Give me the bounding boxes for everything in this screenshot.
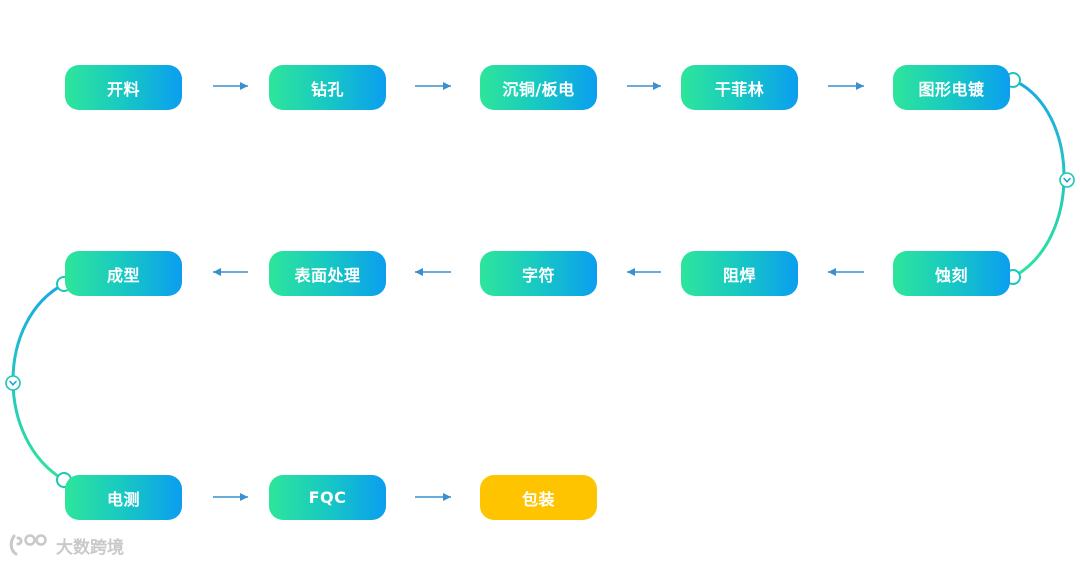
step-label: 钻孔 bbox=[310, 79, 344, 99]
arrow-right bbox=[828, 82, 864, 90]
step-label: 成型 bbox=[106, 265, 140, 285]
arrow-right bbox=[627, 82, 661, 90]
step-dianche: 电测 bbox=[65, 475, 182, 520]
step-label: FQC bbox=[308, 488, 347, 507]
connector-curve-right bbox=[1012, 78, 1066, 279]
logo-icon bbox=[9, 534, 47, 556]
step-zuankong: 钻孔 bbox=[269, 65, 386, 110]
step-zuhan: 阻焊 bbox=[681, 251, 798, 296]
step-shike: 蚀刻 bbox=[893, 251, 1010, 296]
watermark: 大数跨境 bbox=[8, 532, 124, 558]
arrow-left bbox=[415, 268, 451, 276]
step-label: 蚀刻 bbox=[934, 265, 968, 285]
arrow-right bbox=[213, 493, 248, 501]
step-label: 开料 bbox=[106, 79, 140, 99]
step-label: 包装 bbox=[521, 489, 555, 509]
arrow-right bbox=[415, 82, 451, 90]
step-baozhuang: 包装 bbox=[480, 475, 597, 520]
arrow-right bbox=[213, 82, 248, 90]
chevron-down-icon bbox=[5, 375, 21, 391]
step-tuxing-diandu: 图形电镀 bbox=[893, 65, 1010, 110]
watermark-text: 大数跨境 bbox=[56, 537, 124, 558]
step-zifu: 字符 bbox=[480, 251, 597, 296]
arrow-right bbox=[415, 493, 451, 501]
step-label: 表面处理 bbox=[294, 265, 361, 285]
chevron-down-icon bbox=[1059, 172, 1075, 188]
step-label: 字符 bbox=[521, 265, 555, 285]
step-ganfeilin: 干菲林 bbox=[681, 65, 798, 110]
arrow-left bbox=[828, 268, 864, 276]
arrow-left bbox=[213, 268, 248, 276]
step-chentong-banDian: 沉铜/板电 bbox=[480, 65, 597, 110]
step-kailiao: 开料 bbox=[65, 65, 182, 110]
step-chengxing: 成型 bbox=[65, 251, 182, 296]
step-label: 干菲林 bbox=[714, 79, 765, 99]
step-biaomian-chuli: 表面处理 bbox=[269, 251, 386, 296]
step-fqc: FQC bbox=[269, 475, 386, 520]
arrow-left bbox=[627, 268, 661, 276]
step-label: 图形电镀 bbox=[918, 79, 985, 99]
step-label: 阻焊 bbox=[722, 265, 756, 285]
step-label: 沉铜/板电 bbox=[502, 79, 575, 99]
step-label: 电测 bbox=[106, 489, 140, 509]
